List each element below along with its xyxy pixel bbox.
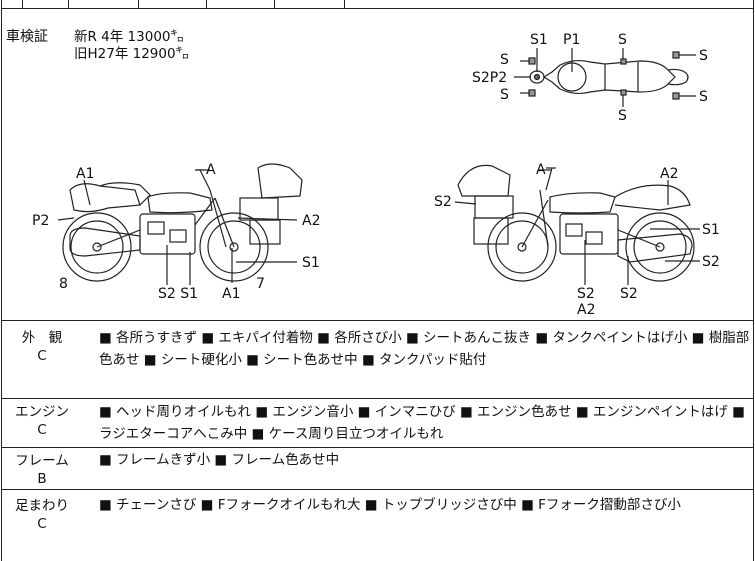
left-side-motorcycle [62, 163, 303, 282]
label-S1-right: S1 [702, 222, 720, 238]
label-S1-top: S1 [530, 32, 548, 48]
top-cell [1, 0, 23, 9]
section-suspension-label: 足まわり C [12, 497, 72, 533]
section-suspension-text: ■ チェーンさび ■ Fフォークオイルもれ大 ■ トップブリッジさび中 ■ Fフ… [99, 497, 681, 513]
section-exterior-text: ■ 各所うすきず ■ エキパイ付着物 ■ 各所さび小 ■ シートあんこ抜き ■ … [99, 330, 750, 368]
label-S2-bottom: S2 [577, 286, 595, 302]
section-engine-label: エンジン C [12, 403, 72, 439]
section-label-text: 外 観 [21, 330, 63, 346]
label-P2: P2 [32, 213, 49, 229]
top-cell [69, 0, 139, 9]
label-A2-left: A2 [302, 213, 320, 229]
section-grade: B [37, 471, 47, 487]
section-label-text: フレーム [15, 453, 69, 469]
label-S-right1: S [699, 48, 708, 64]
divider [1, 447, 754, 448]
label-S2-right: S2 [702, 254, 720, 270]
section-label-text: 足まわり [15, 498, 69, 514]
top-cell [139, 0, 207, 9]
label-S-left1: S [500, 52, 509, 68]
label-S-right2: S [699, 89, 708, 105]
label-S-bottom: S [618, 108, 627, 124]
section-grade: C [37, 422, 47, 438]
section-frame-text: ■ フレームきず小 ■ フレーム色あせ中 [99, 452, 340, 468]
label-P1: P1 [563, 32, 580, 48]
label-A2-right: A2 [660, 166, 678, 182]
label-S-left2: S [500, 87, 509, 103]
top-view-motorcycle [520, 51, 689, 100]
divider [1, 320, 754, 321]
label-S2P2: S2P2 [472, 70, 507, 86]
section-grade: C [37, 516, 47, 532]
top-cell [275, 0, 345, 9]
label-A-right: A [536, 162, 546, 178]
label-S-top: S [618, 32, 627, 48]
label-A1-bottom: A1 [222, 286, 240, 302]
label-A2-bottom: A2 [577, 302, 595, 318]
registration-old: 旧H27年 12900㌔ [74, 46, 190, 62]
section-grade: C [37, 348, 47, 364]
label-A1-left: A1 [76, 166, 94, 182]
divider [1, 398, 754, 399]
label-7: 7 [256, 276, 265, 292]
label-A-left: A [206, 162, 216, 178]
registration-new: 新R 4年 13000㌔ [74, 29, 184, 45]
top-row-remnant [1, 0, 754, 9]
registration-title: 車検証 [6, 29, 48, 45]
label-8: 8 [59, 276, 68, 292]
right-side-motorcycle [457, 164, 695, 282]
label-S2-right-left: S2 [434, 194, 452, 210]
divider [1, 489, 754, 490]
top-cell [207, 0, 275, 9]
section-frame-label: フレーム B [12, 452, 72, 488]
label-S2-bottom2: S2 [620, 286, 638, 302]
section-exterior-label: 外 観 C [12, 329, 72, 365]
section-engine-text: ■ ヘッド周りオイルもれ ■ エンジン音小 ■ インマニひび ■ エンジン色あせ… [99, 404, 745, 442]
top-cell [23, 0, 69, 9]
motorcycle-diagram: S1 P1 S S S2P2 S S S S A1 A P2 A2 S1 8 S… [32, 32, 720, 318]
section-label-text: エンジン [15, 404, 69, 420]
label-S2S1: S2 S1 [158, 286, 198, 302]
label-S1-left: S1 [302, 255, 320, 271]
